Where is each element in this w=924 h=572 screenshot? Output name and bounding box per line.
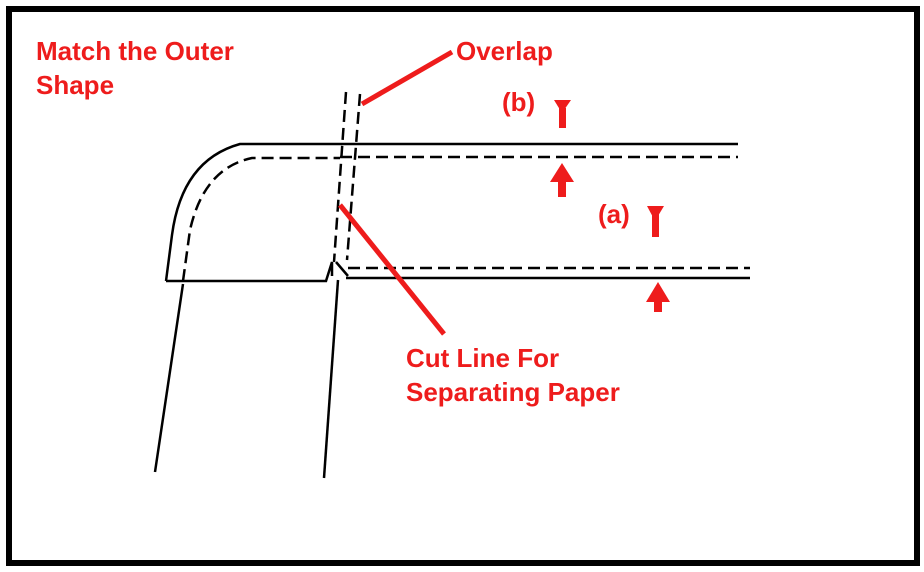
lower-corner <box>335 261 349 277</box>
arrow-up-icon <box>550 163 574 197</box>
overlap-dashed-right <box>345 93 362 261</box>
cut-line-label-line1: Cut Line For <box>406 343 560 373</box>
diagram-frame <box>6 6 920 566</box>
arrow-up-lower-icon <box>646 282 670 312</box>
arrow-a-down-icon <box>647 206 664 237</box>
leg-right <box>322 279 340 479</box>
arrow-b-down-icon <box>554 100 571 128</box>
outer-outline-left <box>164 142 342 282</box>
match-outer-shape-line2: Shape <box>36 70 115 100</box>
cut-line-label: Cut Line For Separating Paper <box>406 341 620 409</box>
match-outer-shape-line1: Match the Outer <box>36 36 234 66</box>
overlap-pointer-line <box>360 49 454 107</box>
cut-line-pointer <box>338 203 446 336</box>
a-label: (a) <box>598 199 630 229</box>
bottom-edge-left <box>166 261 334 283</box>
overlap-label: Overlap <box>456 36 553 66</box>
leg-left <box>153 283 185 473</box>
b-label: (b) <box>502 87 536 117</box>
match-outer-shape-label: Match the Outer Shape <box>36 34 234 102</box>
overlap-dashed-left <box>332 91 348 263</box>
inner-dashed-left <box>181 156 340 282</box>
cut-line-label-line2: Separating Paper <box>406 377 620 407</box>
